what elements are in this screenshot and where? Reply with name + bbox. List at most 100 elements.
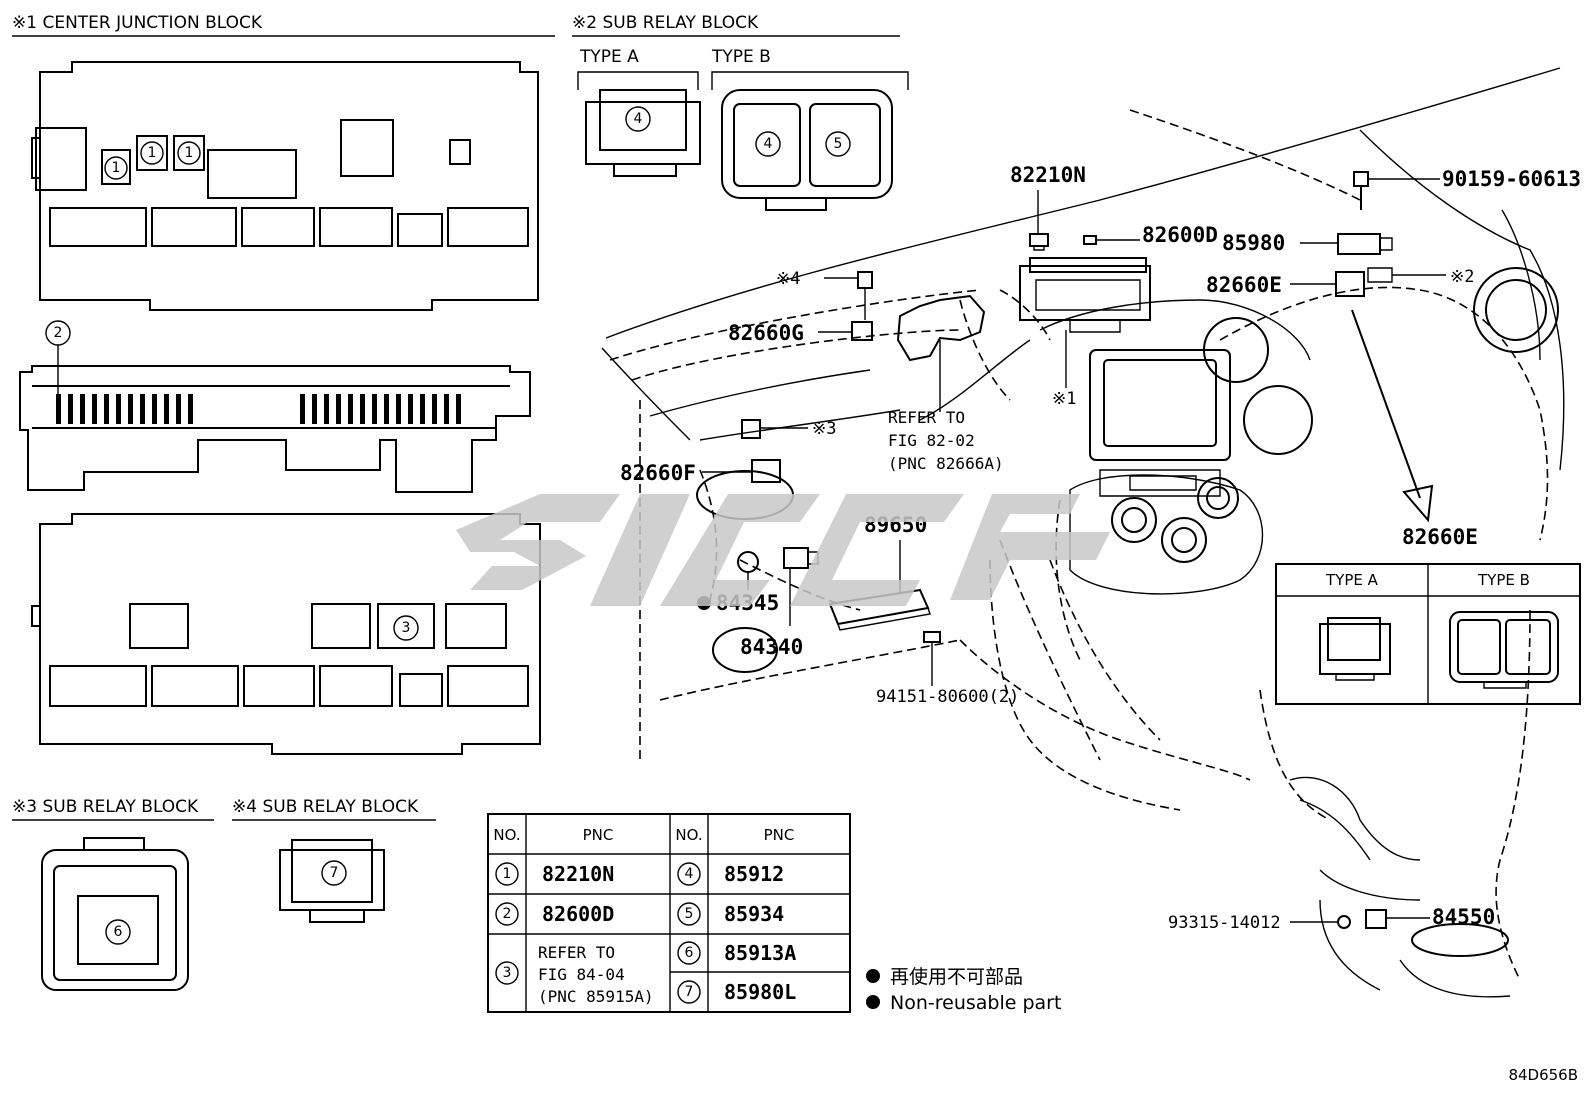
marker-2: ※2 [1450,267,1474,287]
section-title-sub-relay-4: ※4 SUB RELAY BLOCK [232,797,419,817]
detail-type-a-label: TYPE A [1325,571,1379,589]
label-84340: 84340 [740,635,803,659]
label-82660F: 82660F [620,461,696,485]
connector-pin [152,394,157,424]
table-row1-no2: 4 [685,866,694,882]
connector-pin [92,394,97,424]
marker-1: ※1 [1052,389,1076,409]
connector-pin [80,394,85,424]
table-row4-pnc: 85980L [724,980,796,1004]
marker-3: ※3 [812,419,836,439]
junction-block-bottom-view [31,513,541,755]
sub-relay-2-type-a [585,89,701,177]
label-82600D: 82600D [1142,223,1218,247]
circled-number-2: 2 [54,325,63,341]
circled-number-3: 3 [402,620,411,636]
type-a-label: TYPE A [579,47,639,67]
connector-pin [420,394,425,424]
circled-number-1c: 1 [185,145,194,161]
connector-pin [456,394,461,424]
connector-pin [384,394,389,424]
connector-pin [128,394,133,424]
dashboard-assembly [601,67,1565,998]
table-row1-no: 1 [503,866,512,882]
connector-pin [164,394,169,424]
connector-pin [312,394,317,424]
connector-pin [444,394,449,424]
table-header-pnc-2: PNC [764,826,795,844]
connector-pin [176,394,181,424]
circled-number-1b: 1 [148,145,157,161]
label-93315-14012: 93315-14012 [1168,913,1281,933]
table-row1-pnc2: 85912 [724,862,784,886]
connector-pin [396,394,401,424]
legend-dot-en [866,995,880,1009]
label-82660E: 82660E [1206,273,1282,297]
connector-pin [324,394,329,424]
connector-pin [116,394,121,424]
connector-pin [68,394,73,424]
label-82210N: 82210N [1010,163,1086,187]
table-header-no-2: NO. [675,826,702,844]
table-row2-no: 2 [503,906,512,922]
connector-pin [360,394,365,424]
table-row3-no: 3 [503,965,512,981]
table-header-pnc: PNC [583,826,614,844]
label-refer-to-line1: REFER TO [888,408,965,427]
legend-jp: 再使用不可部品 [890,966,1023,988]
legend-en: Non-reusable part [890,992,1061,1014]
label-82660G: 82660G [728,321,804,345]
connector-pins [56,394,461,424]
sub-relay-4-block [279,839,385,923]
circled-number-4a: 4 [634,111,643,127]
label-94151-80600: 94151-80600(2) [876,687,1019,707]
parts-on-dashboard [702,171,1446,929]
marker-4: ※4 [776,269,800,289]
table-row2-pnc2: 85934 [724,902,784,926]
section-title-sub-relay-2: ※2 SUB RELAY BLOCK [572,13,759,33]
type-b-label: TYPE B [711,47,771,67]
label-refer-to-line2: FIG 82-02 [888,431,975,450]
sub-relay-2-type-b [721,89,893,211]
connector-pin [300,394,305,424]
table-row4-no: 7 [685,984,694,1000]
pnc-table [487,813,851,1013]
section-title-sub-relay-3: ※3 SUB RELAY BLOCK [12,797,199,817]
connector-pin [348,394,353,424]
table-row3-ref-line3: (PNC 85915A) [538,987,654,1006]
connector-pin [408,394,413,424]
junction-block-top-view [31,61,539,311]
label-84550: 84550 [1432,905,1495,929]
junction-block-side-view [19,365,531,493]
label-90159-60613: 90159-60613 [1442,167,1581,191]
table-row2-no2: 5 [685,906,694,922]
connector-pin [188,394,193,424]
sub-relay-3-block [41,837,189,991]
circled-number-1a: 1 [112,160,121,176]
table-row2-pnc: 82600D [542,902,614,926]
connector-pin [336,394,341,424]
label-85980: 85980 [1222,231,1285,255]
connector-pin [104,394,109,424]
table-header-no: NO. [493,826,520,844]
circled-number-7: 7 [330,865,339,881]
circled-number-5: 5 [834,136,843,152]
circled-number-6: 6 [114,924,123,940]
drawing-code: 84D656B [1508,1066,1578,1084]
connector-pin [372,394,377,424]
connector-pin [432,394,437,424]
legend-dot-jp [866,969,880,983]
section-title-center-junction: ※1 CENTER JUNCTION BLOCK [12,13,263,33]
watermark-logo [456,494,1110,606]
detail-type-b-label: TYPE B [1477,571,1530,589]
table-row3-no2: 6 [685,945,694,961]
label-refer-to-line3: (PNC 82666A) [888,454,1004,473]
table-row3-ref-line1: REFER TO [538,943,615,962]
table-row3-pnc2: 85913A [724,941,796,965]
label-82660E-detail: 82660E [1402,525,1478,549]
table-row3-ref-line2: FIG 84-04 [538,965,625,984]
circled-number-4b: 4 [764,136,773,152]
connector-pin [56,394,61,424]
connector-pin [140,394,145,424]
